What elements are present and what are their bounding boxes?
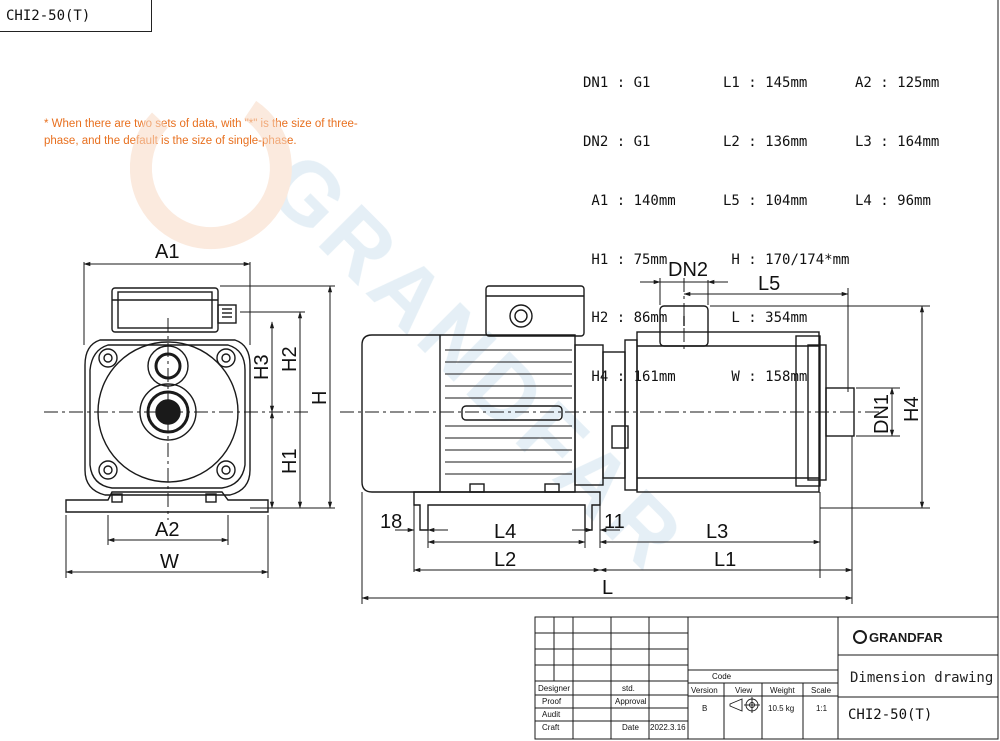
dim-l3-label: L3 (706, 521, 728, 543)
weight-header: Weight (770, 686, 796, 695)
dim-l1-label: L1 (714, 549, 736, 571)
dim-h4-label: H4 (901, 396, 923, 422)
dim-dn1-label: DN1 (871, 394, 893, 434)
spec-column-2: L1 : 145mm L2 : 136mm L5 : 104mm H : 170… (723, 35, 849, 407)
dim-l-label: L (602, 577, 613, 599)
spec-h: H : 170/174*mm (723, 251, 850, 268)
spec-h1: H1 : 75mm (583, 251, 668, 268)
dim-dn2-label: DN2 (668, 259, 708, 281)
role-audit: Audit (542, 710, 561, 719)
title-block-model: CHI2-50(T) (848, 707, 932, 723)
scale-value: 1:1 (816, 704, 828, 713)
dim-h-label: H (309, 391, 331, 405)
brand-logo: GRANDFAR (853, 630, 943, 645)
dim-h1-label: H1 (279, 448, 301, 474)
model-title: CHI2-50(T) (6, 8, 91, 24)
approval-label: Approval (615, 697, 647, 706)
projection-view-icon (729, 697, 760, 713)
side-centerline (340, 278, 880, 413)
spec-l2: L2 : 136mm (723, 133, 808, 150)
front-centerlines (44, 318, 310, 520)
view-header: View (735, 686, 752, 695)
grandfar-logo-icon (853, 630, 867, 644)
spec-l: L : 354mm (723, 310, 808, 327)
dim-l4-label: L4 (494, 521, 516, 543)
role-craft: Craft (542, 723, 560, 732)
spec-column-1: DN1 : G1 DN2 : G1 A1 : 140mm H1 : 75mm H… (583, 35, 676, 407)
dim-h2-label: H2 (279, 346, 301, 372)
spec-h4: H4 : 161mm (583, 369, 676, 386)
dim-18-label: 18 (380, 511, 402, 533)
scale-header: Scale (811, 686, 832, 695)
date-value: 2022.3.16 (650, 723, 686, 732)
weight-value: 10.5 kg (768, 704, 794, 713)
front-view (65, 287, 269, 513)
date-label: Date (622, 723, 639, 732)
watermark-logo-icon (129, 100, 292, 250)
brand-name: GRANDFAR (869, 630, 943, 645)
dim-w-label: W (160, 551, 179, 573)
spec-l4: L4 : 96mm (855, 192, 931, 209)
spec-dn2: DN2 : G1 (583, 133, 651, 150)
spec-l5: L5 : 104mm (723, 192, 808, 209)
spec-l3: L3 : 164mm (855, 133, 940, 150)
front-dimensions (65, 261, 335, 578)
code-label: Code (712, 672, 732, 681)
drawing-type: Dimension drawing (850, 670, 993, 686)
side-dimensions (361, 278, 930, 604)
version-header: Version (691, 686, 718, 695)
spec-h2: H2 : 86mm (583, 310, 668, 327)
spec-a1: A1 : 140mm (583, 192, 676, 209)
dim-a1-label: A1 (155, 241, 179, 263)
dim-l2-label: L2 (494, 549, 516, 571)
drawing-title-tab: CHI2-50(T) (0, 0, 152, 32)
std-label: std. (622, 684, 635, 693)
spec-column-3: A2 : 125mm L3 : 164mm L4 : 96mm (855, 35, 939, 231)
version-value: B (702, 704, 707, 713)
dim-l5-label: L5 (758, 273, 780, 295)
spec-a2: A2 : 125mm (855, 75, 940, 92)
role-proof: Proof (542, 697, 562, 706)
dim-a2-label: A2 (155, 519, 179, 541)
title-block (534, 616, 999, 740)
role-designer: Designer (538, 684, 570, 693)
spec-dn1: DN1 : G1 (583, 75, 651, 92)
spec-w: W : 158mm (723, 369, 808, 386)
dim-h3-label: H3 (251, 354, 273, 380)
dim-11-label: 11 (604, 511, 625, 533)
spec-l1: L1 : 145mm (723, 75, 808, 92)
